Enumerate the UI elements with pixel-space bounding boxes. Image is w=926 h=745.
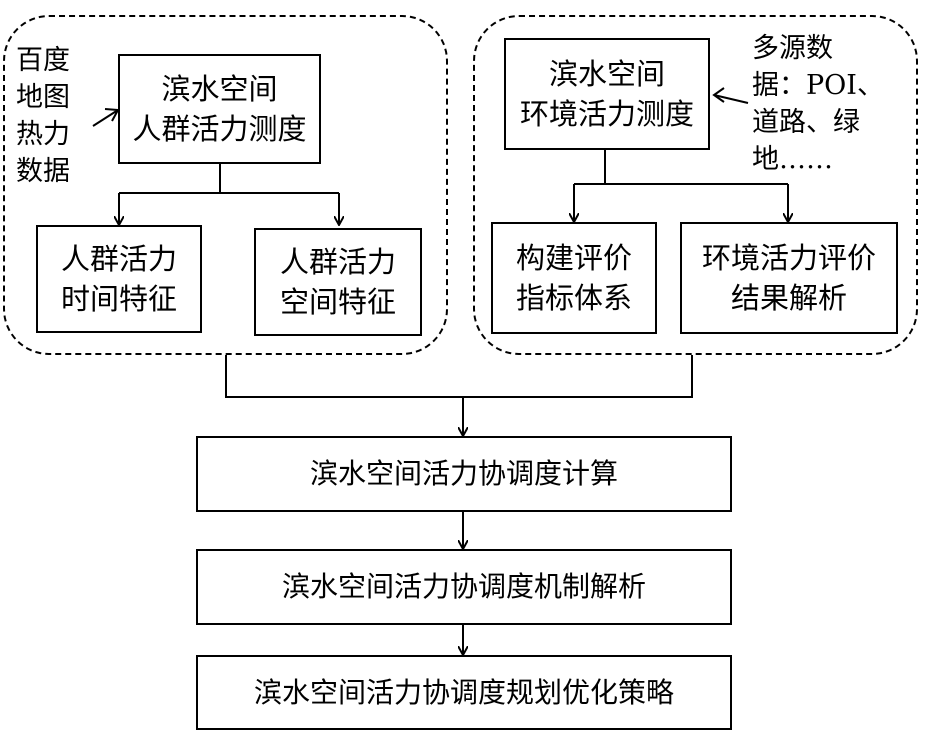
left-group-frame bbox=[3, 15, 448, 355]
coordination-calculation-box: 滨水空间活力协调度计算 bbox=[196, 436, 732, 512]
crowd-time-feature-box: 人群活力 时间特征 bbox=[36, 225, 202, 333]
right-source-note: 多源数 据：POI、 道路、绿 地…… bbox=[752, 33, 884, 175]
coordination-strategy-box: 滨水空间活力协调度规划优化策略 bbox=[196, 655, 732, 730]
merge-connector bbox=[225, 355, 693, 398]
coordination-mechanism-box: 滨水空间活力协调度机制解析 bbox=[196, 549, 732, 625]
environment-vitality-box: 滨水空间 环境活力测度 bbox=[504, 38, 710, 150]
right-group-frame bbox=[473, 15, 918, 355]
environment-evaluation-box: 环境活力评价 结果解析 bbox=[680, 222, 898, 334]
left-source-note: 百度 地图 热力 数据 bbox=[16, 45, 70, 187]
crowd-vitality-box: 滨水空间 人群活力测度 bbox=[118, 54, 321, 164]
indicator-system-box: 构建评价 指标体系 bbox=[491, 222, 657, 334]
crowd-space-feature-box: 人群活力 空间特征 bbox=[254, 228, 422, 336]
